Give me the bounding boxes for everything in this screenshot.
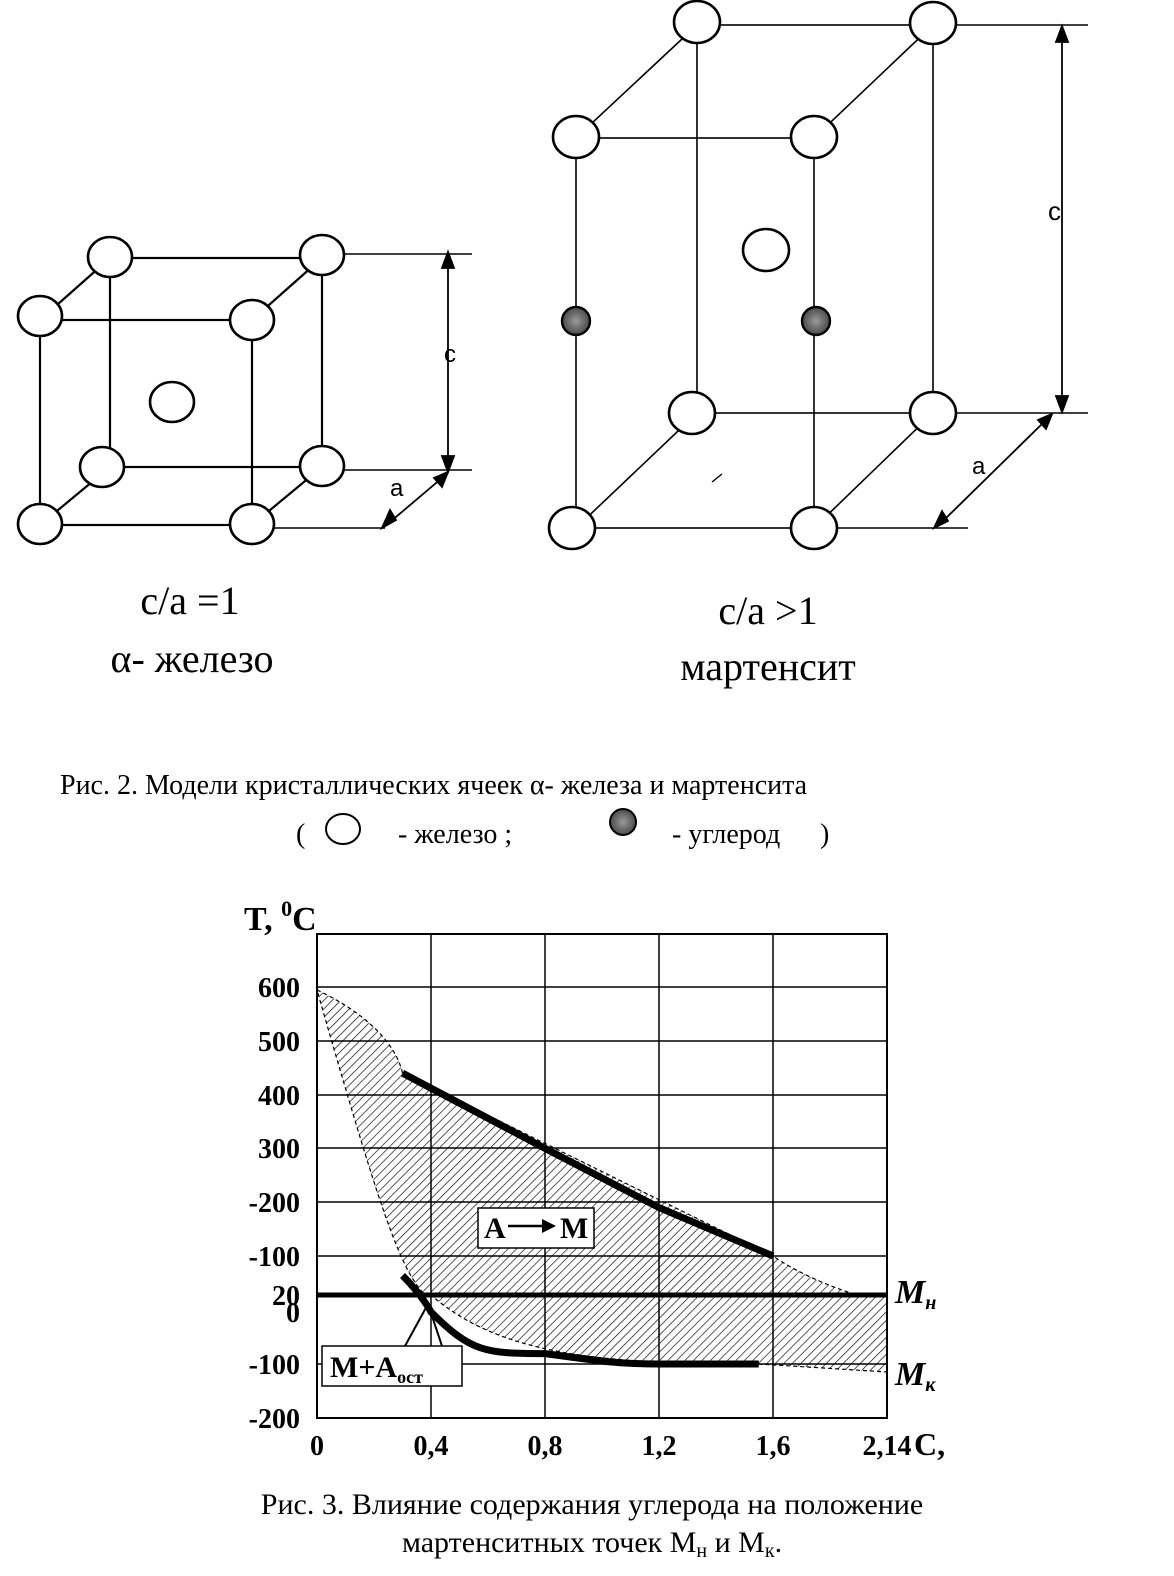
back-face (108, 256, 324, 469)
iron-atom (298, 444, 346, 488)
figure3-caption-line1: Рис. 3. Влияние содержания углерода на п… (261, 1488, 923, 1521)
x-tick-label: 0,4 (414, 1431, 449, 1462)
iron-atom (908, 390, 958, 436)
arrow-diagonal-icon (432, 470, 450, 489)
label-mk: Mк (894, 1356, 936, 1396)
arrow-down-icon (1054, 395, 1070, 415)
carbon-atom (800, 305, 832, 337)
arrow-right-icon (542, 1219, 556, 1233)
cell-martensite-name: мартенсит (680, 644, 856, 689)
region-a-to-m-label: А М (477, 1207, 595, 1249)
svg-text:М: М (560, 1212, 588, 1245)
front-face (575, 137, 815, 529)
figure3-caption-line2: мартенситных точек Мн и Мк. (402, 1526, 782, 1562)
cell-martensite-atoms (547, 0, 958, 551)
x-tick-label: 1,6 (756, 1431, 791, 1462)
cell-alpha-name: α- железо (111, 636, 274, 681)
y-tick-label: -200 (249, 1404, 300, 1435)
y-tick-label: 500 (258, 1027, 300, 1058)
cell-alpha-dim-c: c (444, 341, 456, 368)
cell-alpha-iron-atoms (16, 233, 346, 546)
iron-atom-center (148, 380, 196, 424)
iron-atom-center (741, 227, 791, 273)
iron-atom (908, 0, 958, 46)
figure2-legend: ( - железо ; - углерод ) (296, 808, 829, 850)
legend-iron-label: - железо ; (398, 819, 512, 850)
iron-atom (78, 445, 126, 489)
x-tick-label: 0,8 (528, 1431, 563, 1462)
iron-atom (789, 114, 839, 160)
arrow-diagonal-icon (380, 508, 398, 531)
x-tick-label: 2,14 (863, 1431, 912, 1462)
arrow-down-icon (440, 455, 456, 475)
y-tick-label: -100 (249, 1242, 300, 1273)
iron-legend-icon (325, 813, 361, 845)
y-tick-label: 600 (258, 973, 300, 1004)
cell-martensite-carbon (560, 305, 832, 337)
arrow-up-icon (1054, 23, 1070, 43)
cell-alpha-iron-dimensions (380, 249, 456, 531)
label-mn: Mн (894, 1274, 936, 1314)
iron-atom (16, 294, 64, 338)
cell-martensite-dim-c: c (1048, 196, 1061, 226)
cell-martensite-dim-a: a (972, 453, 986, 480)
iron-atom (789, 505, 839, 551)
legend-carbon-label: - углерод (672, 819, 780, 850)
svg-text:А: А (484, 1212, 506, 1245)
y-axis-label-unit: C (292, 901, 317, 938)
carbon-atom (560, 305, 592, 337)
y-tick-label: -100 (249, 1350, 300, 1381)
region-lower-hatch (429, 1294, 888, 1373)
iron-atom (551, 114, 601, 160)
iron-atom (672, 0, 722, 45)
legend-close-paren: ) (820, 819, 829, 850)
x-axis-label: C, (914, 1426, 945, 1462)
y-tick-labels: 600 500 400 300 -200 -100 200 -100 -200 (249, 973, 300, 1435)
svg-text:М+Аост: М+Аост (330, 1351, 423, 1387)
iron-atom (16, 502, 64, 546)
arrow-diagonal-icon (932, 509, 950, 530)
y-tick-label: -200 (249, 1188, 300, 1219)
cell-alpha-ratio: c/a =1 (140, 578, 239, 623)
iron-atom (298, 233, 346, 277)
iron-atom (228, 502, 276, 546)
iron-atom (86, 235, 134, 279)
iron-atom (667, 390, 717, 436)
x-tick-labels: 0 0,4 0,8 1,2 1,6 2,14 (310, 1431, 912, 1462)
x-tick-label: 0 (310, 1431, 324, 1462)
series-mn-line (400, 1070, 775, 1260)
front-face (38, 318, 254, 527)
plot-frame (316, 933, 888, 1419)
y-tick-label: 0 (286, 1298, 300, 1329)
cell-martensite-ratio: c/a >1 (718, 588, 817, 633)
cell-martensite (575, 24, 1088, 529)
y-tick-label: 20 (272, 1281, 300, 1312)
region-a-to-m-hatch (316, 988, 858, 1296)
region-m-plus-a-label: М+Аост (321, 1301, 463, 1387)
y-tick-label: 400 (258, 1081, 300, 1112)
iron-atom (547, 505, 597, 551)
y-axis-label-sup: 0 (281, 896, 292, 921)
iron-atom (228, 298, 276, 342)
y-axis-label: T, 0C (244, 896, 317, 938)
figure2-caption: Рис. 2. Модели кристаллических ячеек α- … (60, 770, 808, 801)
back-face (696, 24, 934, 414)
carbon-legend-icon (609, 808, 637, 836)
arrow-diagonal-icon (1036, 412, 1054, 431)
y-axis-label-main: T, (244, 901, 281, 938)
y-tick-label: 300 (258, 1134, 300, 1165)
cell-alpha-dim-a: a (390, 475, 404, 502)
x-tick-label: 1,2 (642, 1431, 677, 1462)
arrow-up-icon (440, 249, 456, 269)
legend-open-paren: ( (296, 819, 305, 850)
cell-martensite-dimensions (932, 23, 1070, 530)
